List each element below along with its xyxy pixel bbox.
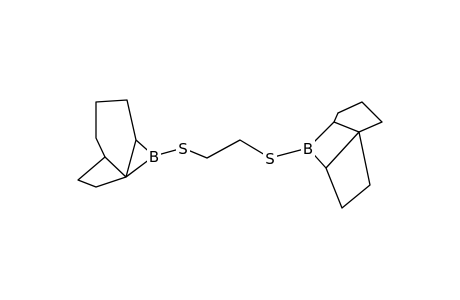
right-bicyclic-cage (307, 101, 383, 209)
right-cage-upper-ring (307, 101, 383, 149)
right-cage-lower-ring (307, 131, 371, 209)
svg-text:B: B (149, 148, 159, 166)
left-cage-upper-ring (95, 99, 155, 158)
ethylene-chain (182, 139, 271, 159)
right-cage-bridge-upper (333, 112, 339, 123)
svg-text:S: S (178, 140, 188, 158)
left-cage-lower-ring (77, 156, 127, 188)
atom-label-boron-right: B (301, 139, 315, 158)
right-cage-bridge (325, 131, 360, 169)
left-bicyclic-cage (77, 99, 155, 188)
svg-text:B: B (303, 140, 313, 158)
left-cage-bridge (104, 139, 137, 178)
svg-text:S: S (265, 150, 275, 168)
atom-label-sulfur-left: S (176, 139, 190, 158)
atom-label-sulfur-right: S (263, 149, 277, 168)
atom-label-boron-left: B (147, 147, 161, 166)
